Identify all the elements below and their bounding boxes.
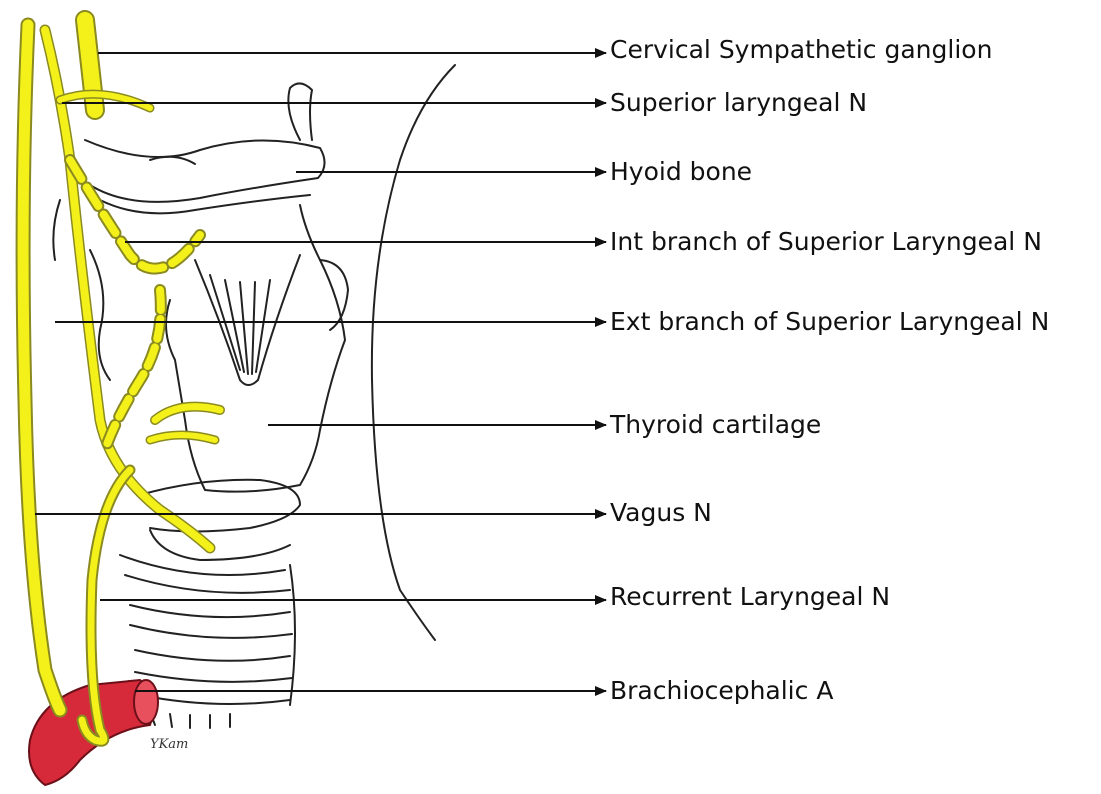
label-hyoid-bone: Hyoid bone xyxy=(610,159,752,184)
hyoid-bone-outline xyxy=(85,140,325,202)
tracheal-ring xyxy=(135,672,292,682)
label-brachiocephalic-a: Brachiocephalic A xyxy=(610,678,833,703)
label-recurrent-laryngeal-n: Recurrent Laryngeal N xyxy=(610,584,890,609)
tracheal-ring xyxy=(130,625,292,638)
label-ext-branch: Ext branch of Superior Laryngeal N xyxy=(610,309,1049,334)
label-thyroid-cartilage: Thyroid cartilage xyxy=(610,412,821,437)
tracheal-ring xyxy=(135,650,290,661)
cricoid-cartilage-outline xyxy=(140,480,300,532)
label-cervical-sympathetic-ganglion: Cervical Sympathetic ganglion xyxy=(610,37,992,62)
label-superior-laryngeal-n: Superior laryngeal N xyxy=(610,90,867,115)
epiglottis-outline xyxy=(288,83,312,140)
tracheal-ring xyxy=(125,575,290,593)
label-vagus-n: Vagus N xyxy=(610,500,712,525)
artist-signature: YKam xyxy=(150,737,188,752)
label-int-branch: Int branch of Superior Laryngeal N xyxy=(610,229,1042,254)
larynx-sketch xyxy=(53,65,455,728)
tracheal-ring xyxy=(140,695,290,704)
neck-contour xyxy=(372,65,455,640)
tracheal-ring xyxy=(130,605,290,617)
nerve-paths xyxy=(23,20,220,741)
tracheal-ring xyxy=(120,555,285,575)
